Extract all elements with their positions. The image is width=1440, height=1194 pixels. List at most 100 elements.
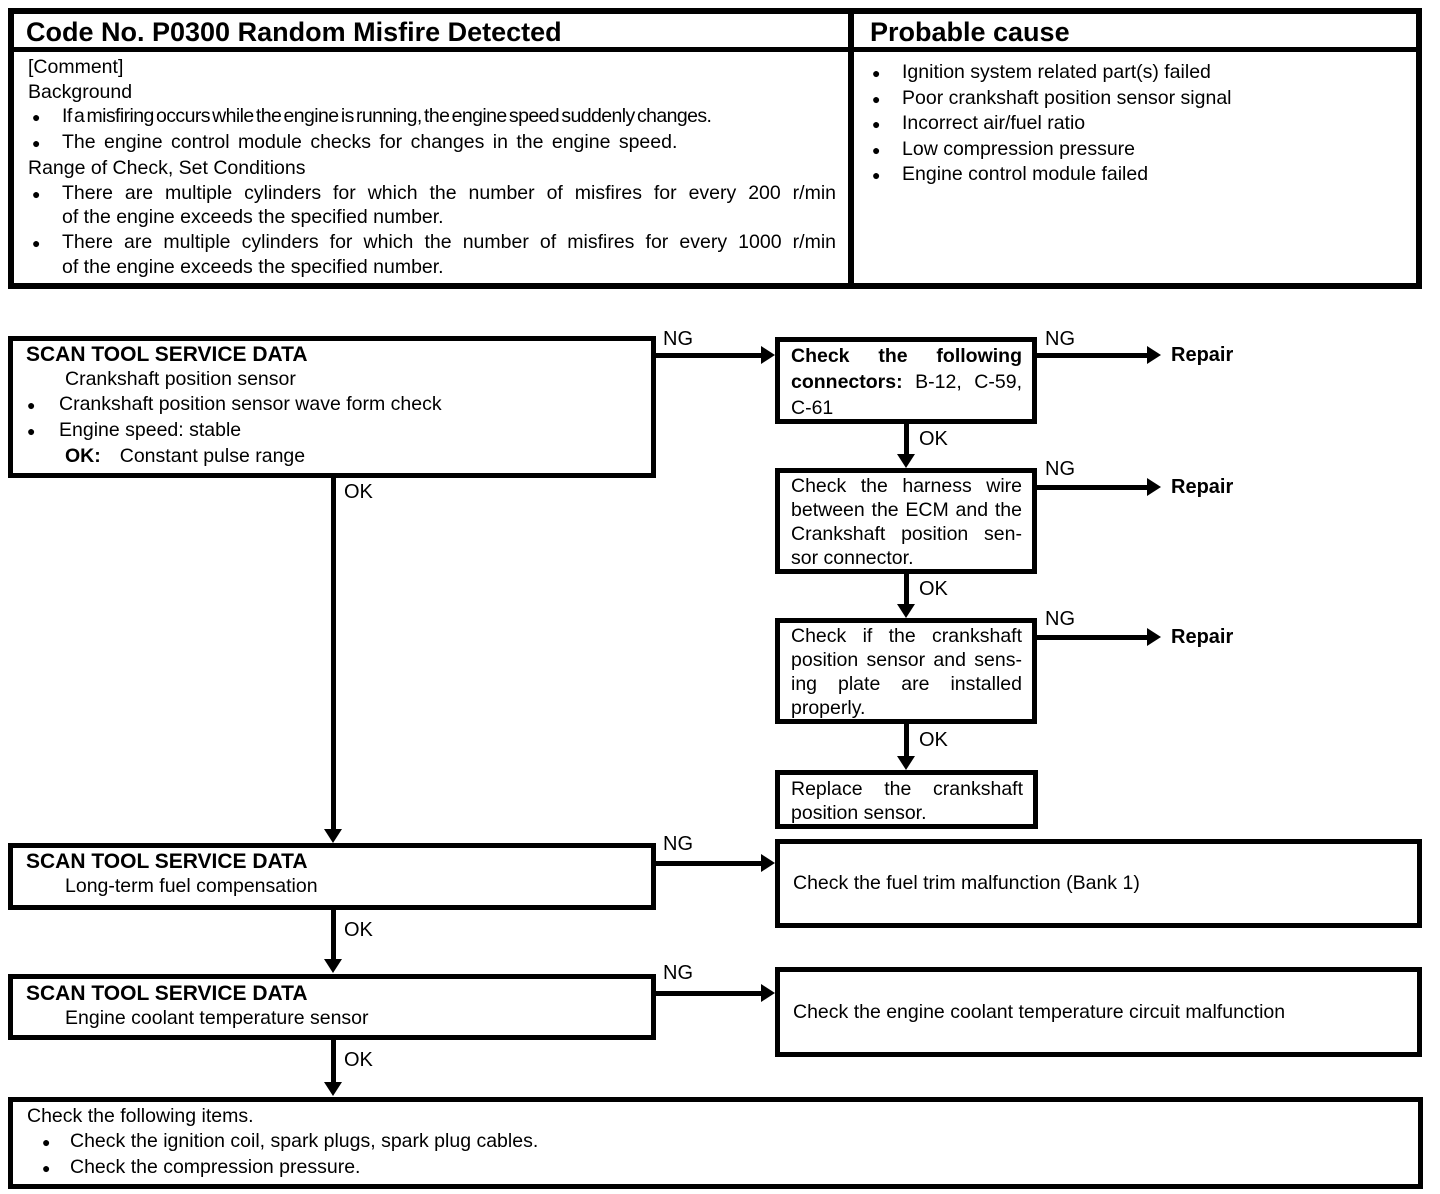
range-item-line: There are multiple cylinders for which t… (62, 181, 836, 204)
arrow-down-icon (324, 1082, 342, 1096)
probable-cause-item: Incorrect air/fuel ratio (868, 111, 1408, 137)
box-text: Check the fuel trim malfunction (Bank 1) (793, 872, 1140, 894)
background-label: Background (28, 80, 133, 103)
box-text-line: position sensor. (791, 802, 927, 824)
bullet-icon (868, 162, 902, 188)
range-item-line: of the engine exceeds the specified numb… (62, 255, 444, 278)
box-text-line: Check if the crankshaft (791, 625, 1022, 647)
flow-connector-line (904, 424, 909, 455)
ng-label: NG (663, 962, 693, 984)
flow-box-scan-data-fuel: SCAN TOOL SERVICE DATA Long-term fuel co… (8, 843, 656, 910)
bullet-icon (868, 111, 902, 137)
flow-connector-line (331, 910, 336, 960)
flow-box-final-checks: Check the following items. Check the ign… (8, 1097, 1423, 1189)
final-box-item: Check the ignition coil, spark plugs, sp… (38, 1129, 1408, 1155)
ng-label: NG (663, 833, 693, 855)
bullet-icon (868, 137, 902, 163)
box-text-line: Check the following (791, 345, 1022, 367)
arrow-down-icon (324, 829, 342, 843)
box-text-line: ing plate are installed (791, 673, 1022, 695)
ok-label: OK (919, 428, 948, 450)
box-text-line: position sensor and sens- (791, 649, 1022, 671)
box-text-line: Check the harness wire (791, 475, 1022, 497)
scan-box-item: Engine speed: stable (26, 418, 641, 444)
probable-cause-item: Ignition system related part(s) failed (868, 60, 1408, 86)
dtc-header-table: Code No. P0300 Random Misfire Detected P… (8, 8, 1422, 289)
final-box-item: Check the compression pressure. (38, 1155, 1408, 1181)
flow-connector-line (1037, 485, 1147, 490)
background-item: If a misfiring occurs while the engine i… (28, 104, 836, 130)
range-item-line: There are multiple cylinders for which t… (62, 230, 836, 253)
arrow-right-icon (761, 984, 775, 1002)
probable-cause-item: Engine control module failed (868, 162, 1408, 188)
range-item-text: There are multiple cylinders for which t… (62, 181, 836, 230)
arrow-right-icon (1147, 478, 1161, 496)
comment-cell: [Comment] Background If a misfiring occu… (14, 52, 848, 283)
flow-connector-line (904, 574, 909, 605)
repair-label: Repair (1171, 476, 1234, 498)
flow-box-coolant-circuit: Check the engine coolant temperature cir… (775, 967, 1422, 1057)
range-item-text: There are multiple cylinders for which t… (62, 230, 836, 279)
flow-connector-line (904, 724, 909, 757)
ng-label: NG (1045, 608, 1075, 630)
scan-box-ok-condition: OK:Constant pulse range (26, 444, 641, 469)
box-text-line: connectors: B-12, C-59, (791, 369, 1022, 395)
arrow-down-icon (897, 454, 915, 468)
background-item-text: If a misfiring occurs while the engine i… (62, 105, 712, 128)
ok-label: OK (344, 1049, 373, 1071)
comment-tag: [Comment] (28, 56, 124, 78)
final-box-title: Check the following items. (27, 1105, 254, 1127)
box-text-line: sor connector. (791, 547, 914, 569)
probable-cause-title: Probable cause (848, 14, 1416, 52)
probable-cause-item: Poor crankshaft position sensor signal (868, 86, 1408, 112)
flow-connector-line (1037, 635, 1147, 640)
ok-label: OK (344, 919, 373, 941)
bullet-icon (28, 130, 62, 156)
box-text-rest: B-12, C-59, (902, 371, 1022, 393)
bullet-icon (28, 230, 62, 279)
range-label: Range of Check, Set Conditions (28, 156, 306, 179)
bullet-icon (38, 1129, 70, 1155)
probable-cause-item: Low compression pressure (868, 137, 1408, 163)
ok-condition-label: OK: (65, 445, 101, 467)
dtc-title: Code No. P0300 Random Misfire Detected (14, 14, 848, 52)
ok-label: OK (344, 481, 373, 503)
ng-label: NG (663, 328, 693, 350)
flow-box-check-sensing-plate: Check if the crankshaft position sensor … (775, 618, 1037, 724)
background-item: The engine control module checks for cha… (28, 130, 836, 156)
arrow-right-icon (761, 346, 775, 364)
background-item-text: The engine control module checks for cha… (62, 131, 678, 154)
flow-box-check-harness: Check the harness wire between the ECM a… (775, 468, 1037, 574)
arrow-down-icon (324, 959, 342, 973)
arrow-right-icon (1147, 628, 1161, 646)
bullet-icon (26, 418, 59, 444)
scan-box-title: SCAN TOOL SERVICE DATA (26, 343, 308, 366)
bullet-icon (28, 104, 62, 130)
scan-box-subtitle: Long-term fuel compensation (65, 875, 318, 897)
repair-label: Repair (1171, 626, 1234, 648)
flow-box-scan-data-coolant: SCAN TOOL SERVICE DATA Engine coolant te… (8, 974, 656, 1040)
scan-box-item: Crankshaft position sensor wave form che… (26, 392, 641, 418)
bullet-icon (26, 392, 59, 418)
ng-label: NG (1045, 458, 1075, 480)
flow-box-scan-data-crankshaft: SCAN TOOL SERVICE DATA Crankshaft positi… (8, 336, 656, 478)
scan-box-subtitle: Crankshaft position sensor (65, 368, 296, 390)
bullet-icon (38, 1155, 70, 1181)
box-text-bold: connectors: (791, 371, 903, 393)
flow-connector-line (656, 861, 762, 866)
range-item: There are multiple cylinders for which t… (28, 181, 836, 230)
box-text: Check the engine coolant temperature cir… (793, 1000, 1286, 1023)
box-text-line: Replace the crankshaft (791, 778, 1023, 800)
range-item: There are multiple cylinders for which t… (28, 230, 836, 279)
bullet-icon (868, 86, 902, 112)
box-text-line: properly. (791, 697, 866, 719)
flow-box-check-connectors: Check the following connectors: B-12, C-… (775, 337, 1037, 424)
arrow-right-icon (1147, 346, 1161, 364)
flow-connector-line (331, 1040, 336, 1083)
ok-label: OK (919, 578, 948, 600)
flow-connector-line (656, 991, 762, 996)
box-text-line: C-61 (791, 397, 834, 419)
flow-connector-line (656, 353, 762, 358)
scan-box-title: SCAN TOOL SERVICE DATA (26, 850, 308, 873)
